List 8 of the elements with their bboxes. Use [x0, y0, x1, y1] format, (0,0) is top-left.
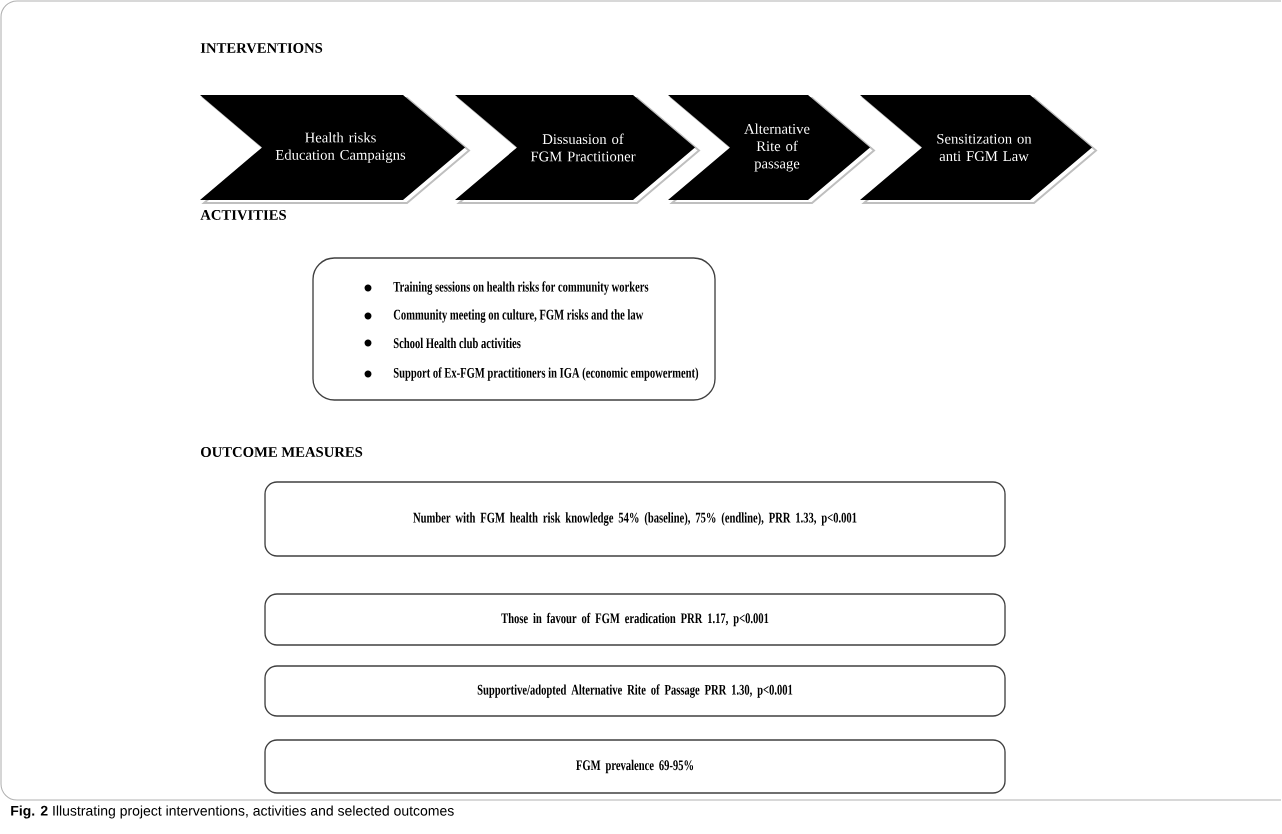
activity-list-box: Training sessions on health risks for community workers Community meeting on culture, FGM risks and the law School Health club activities Support of Ex-FGM practitioners in IGA (economic empowerment): [312, 257, 716, 401]
figure-caption: Fig. 2 Illustrating project interventions, activities and selected outcomes: [11, 805, 454, 819]
outcome-box: Those in favour of FGM eradication PRR 1.17, p<0.001: [264, 593, 1006, 646]
outcome-box: Number with FGM health risk knowledge 54% (baseline), 75% (endline), PRR 1.33, p<0.001: [264, 481, 1006, 557]
outcome-box: FGM prevalence 69-95%: [264, 739, 1006, 794]
section-heading: INTERVENTIONS: [200, 43, 323, 53]
section-heading: OUTCOME MEASURES: [201, 447, 363, 457]
outcome-box: Supportive/adopted Alternative Rite of Passage PRR 1.30, p<0.001: [264, 665, 1006, 717]
